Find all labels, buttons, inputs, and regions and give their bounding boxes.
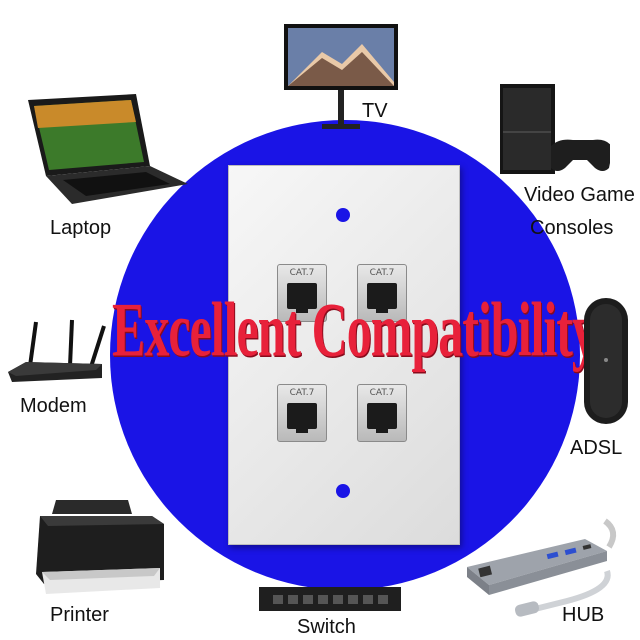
printer-label: Printer	[50, 604, 109, 626]
hub-label: HUB	[562, 604, 605, 626]
adsl-label: ADSL	[570, 437, 623, 459]
cat7-jack-bottom-left: CAT.7	[277, 384, 327, 442]
console-label-line2: Consoles	[530, 217, 614, 239]
game-console-icon	[500, 84, 610, 174]
printer-icon	[36, 500, 164, 594]
jack-label: CAT.7	[369, 268, 395, 278]
cat7-jack-bottom-right: CAT.7	[357, 384, 407, 442]
top-screw-hole	[336, 208, 350, 222]
jack-label: CAT.7	[289, 388, 315, 398]
laptop-label: Laptop	[50, 217, 112, 239]
tv-icon	[284, 24, 398, 129]
modem-label: Modem	[20, 395, 87, 417]
tv-label: TV	[362, 100, 388, 122]
usb-hub-icon	[467, 518, 617, 617]
wall-plate: CAT.7 CAT.7 CAT.7 CAT.7	[228, 165, 460, 545]
adsl-icon	[584, 298, 628, 424]
jack-label: CAT.7	[289, 268, 315, 278]
switch-label: Switch	[297, 616, 356, 638]
compatibility-banner: Excellent Compatibility	[112, 285, 597, 373]
modem-icon	[8, 319, 106, 382]
bottom-screw-hole	[336, 484, 350, 498]
jack-label: CAT.7	[369, 388, 395, 398]
cat7-jack-top-right: CAT.7	[357, 264, 407, 322]
laptop-icon	[28, 94, 188, 204]
console-label-line1: Video Game	[524, 184, 635, 206]
cat7-jack-top-left: CAT.7	[277, 264, 327, 322]
network-switch-icon	[259, 587, 401, 611]
